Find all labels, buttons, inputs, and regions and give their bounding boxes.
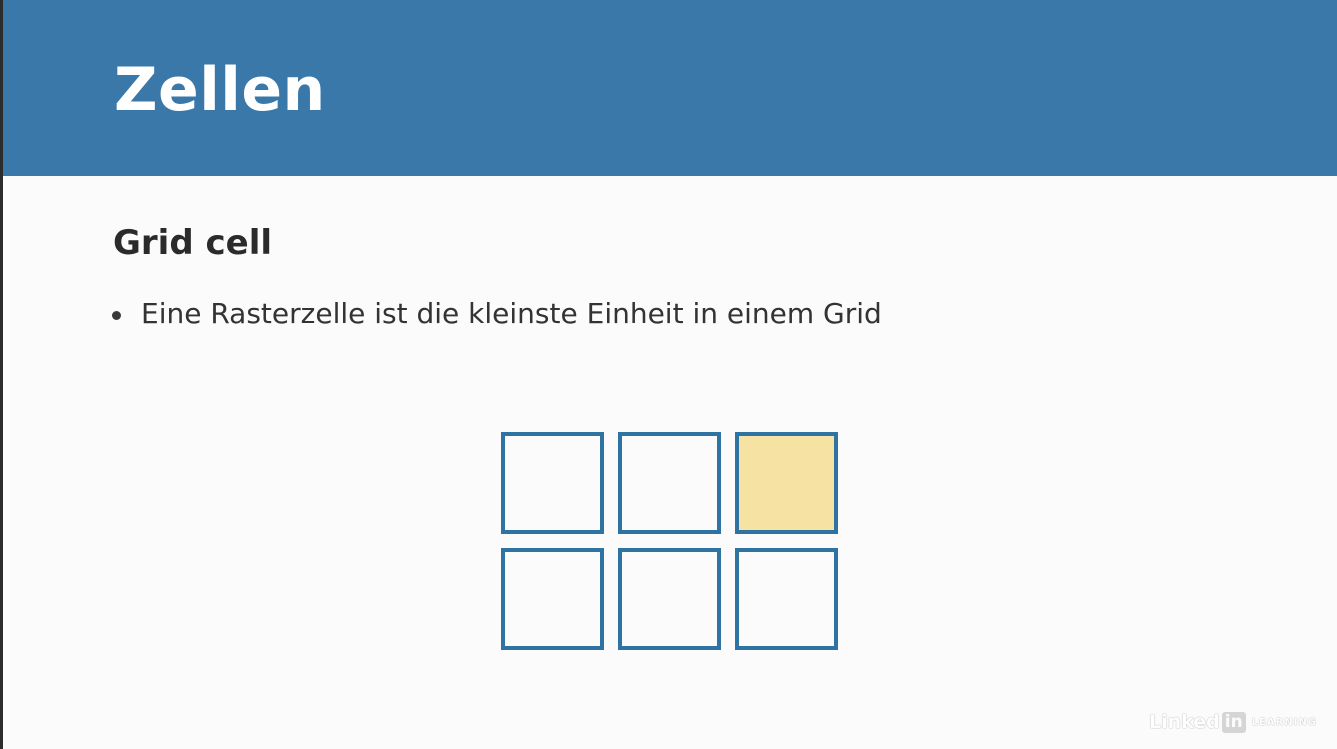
- grid-cell: [735, 548, 838, 650]
- section-subtitle: Grid cell: [113, 223, 273, 263]
- bullet-dot-icon: [112, 310, 121, 320]
- grid-cell: [501, 432, 604, 534]
- slide-title: Zellen: [114, 55, 326, 125]
- watermark-linked: Linked: [1148, 711, 1220, 733]
- grid-cell: [618, 548, 721, 650]
- left-edge-bar: [0, 0, 3, 749]
- grid-cell-highlighted: [735, 432, 838, 534]
- watermark-in-logo-icon: in: [1221, 711, 1246, 733]
- grid-cell-diagram: [501, 432, 839, 650]
- grid-cell: [618, 432, 721, 534]
- watermark-learning: LEARNING: [1251, 716, 1317, 728]
- grid-cell: [501, 548, 604, 650]
- linkedin-learning-watermark: Linked in LEARNING: [1149, 711, 1317, 733]
- slide-header: Zellen: [3, 0, 1337, 176]
- bullet-text: Eine Rasterzelle ist die kleinste Einhei…: [141, 297, 882, 330]
- bullet-item: Eine Rasterzelle ist die kleinste Einhei…: [112, 294, 882, 334]
